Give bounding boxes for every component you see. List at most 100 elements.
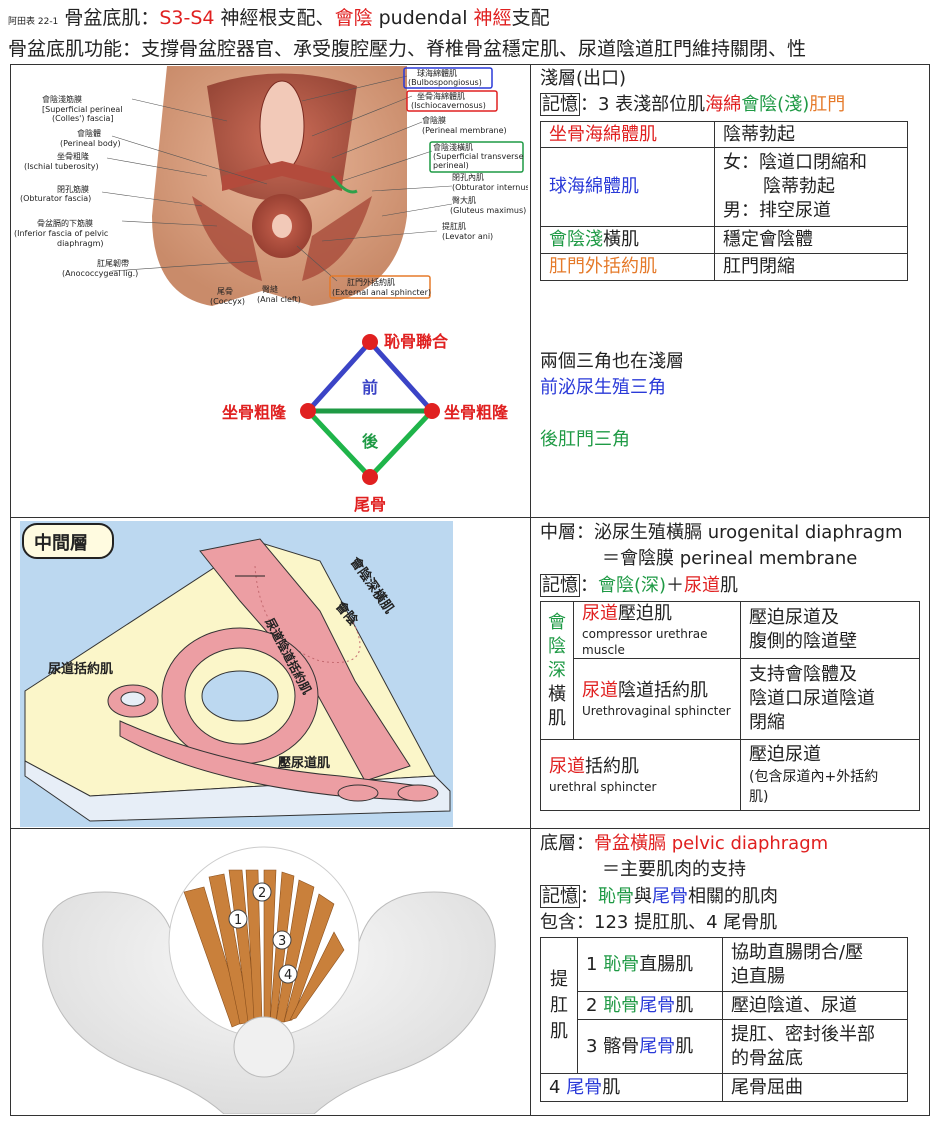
table-row: 3 髂骨尾骨肌 提肛、密封後半部 的骨盆底 <box>541 1019 908 1074</box>
anatomy-label: (Anal cleft) <box>257 295 301 304</box>
function-summary: 骨盆底肌功能：支撐骨盆腔器官、承受腹腔壓力、脊椎骨盆穩定肌、尿道陰道肛門維持關閉… <box>8 38 807 60</box>
anatomy-label: 閉孔內肌 <box>452 173 484 182</box>
memory-text: 肛門 <box>809 94 846 115</box>
anatomy-label: 球海綿體肌 <box>417 68 457 78</box>
name-part: 陰道括約肌 <box>618 680 708 701</box>
memory-text: ＋ <box>666 575 685 596</box>
name-part: 恥骨 <box>603 994 640 1016</box>
name-part: 肌 <box>602 1076 621 1098</box>
triangles-note: 兩個三角也在淺層 <box>540 351 684 372</box>
name-part: 直腸肌 <box>639 953 694 975</box>
anatomy-label: 肛門外括約肌 <box>347 277 395 287</box>
anatomy-label: 會陰淺筋膜 <box>42 94 82 104</box>
anatomy-label: (Obturator fascia) <box>20 194 91 203</box>
function-line: 支持會陰體及 <box>749 664 857 685</box>
anatomy-label: (Levator ani) <box>442 232 493 241</box>
anatomy-label: (External anal sphincter) <box>332 288 431 297</box>
muscle-function: 壓迫尿道 (包含尿道內+外括約 肌) <box>740 739 920 811</box>
group-char: 提 <box>550 968 568 990</box>
ischial-tuberosity-left-label: 坐骨粗隆 <box>222 403 287 422</box>
table-row: 肛門外括約肌 肛門閉縮 <box>540 253 908 281</box>
title-part: 會陰 <box>334 7 373 29</box>
pubic-symphysis-label: 恥骨聯合 <box>384 332 449 351</box>
group-char: 肛 <box>550 994 568 1016</box>
anatomy-label: 骨盆膈的下筋膜 <box>37 218 93 228</box>
deep-memory: 記憶：恥骨與尾骨相關的肌肉 <box>540 884 778 910</box>
group-label: 提 肛 肌 <box>540 937 578 1074</box>
table-row: 提 肛 肌 1 恥骨直腸肌 協助直腸閉合/壓 迫直腸 <box>540 937 908 1074</box>
anatomy-label: 提肛肌 <box>442 221 466 231</box>
table-row: 坐骨海綿體肌 陰蒂勃起 <box>540 121 908 148</box>
anatomy-label: (Anococcygeal lig.) <box>62 269 138 278</box>
anatomy-label: 臀大肌 <box>452 195 476 205</box>
page-title: 阿田表 22-1 骨盆底肌：S3-S4 神經根支配、會陰 pudendal 神經… <box>8 4 550 36</box>
function-line: 的骨盆底 <box>731 1047 803 1069</box>
english-name: urethral sphincter <box>549 780 657 794</box>
anatomy-label: 會陰體 <box>77 128 101 138</box>
pelvis-number-2: 2 <box>258 886 266 901</box>
middle-heading: 中層：泌尿生殖橫膈 urogenital diaphragm <box>540 522 903 543</box>
title-part: 支配 <box>511 7 550 29</box>
name-part: 髂骨 <box>603 1035 640 1057</box>
muscle-name: 4 尾骨肌 <box>540 1073 723 1102</box>
muscle-name: 2 恥骨尾骨肌 <box>577 991 723 1020</box>
anterior-triangle-note: 前泌尿生殖三角 <box>540 377 666 398</box>
deep-heading: 底層：骨盆橫膈 pelvic diaphragm <box>540 831 828 857</box>
name-part: 壓迫肌 <box>618 603 672 624</box>
title-part: 神經根支配、 <box>214 7 335 29</box>
heading-part: 骨盆橫膈 pelvic diaphragm <box>594 833 829 854</box>
middle-layer-illustration: 中間層 會陰深橫肌 會陰 尿道陰道括約肌 尿道括約肌 壓尿道肌 <box>20 521 453 827</box>
deep-contains: 包含：123 提肛肌、4 尾骨肌 <box>540 912 778 933</box>
name-part: 尿道 <box>582 603 618 624</box>
name-part: 尿道 <box>549 756 585 777</box>
muscle-function: 壓迫尿道及 腹側的陰道壁 <box>740 601 920 659</box>
function-line: 陰道口尿道陰道 <box>749 688 875 709</box>
muscle-name: 肛門外括約肌 <box>540 253 715 281</box>
superficial-memory: 記憶：3 表淺部位肌海綿會陰(淺)肛門 <box>540 92 845 118</box>
anatomy-label: (Ischial tuberosity) <box>24 162 99 171</box>
memory-text: 會陰(深) <box>598 575 667 596</box>
muscle-function: 尾骨屈曲 <box>722 1073 908 1102</box>
muscle-name: 球海綿體肌 <box>540 147 715 227</box>
english-name: compressor urethrae muscle <box>582 627 708 657</box>
anatomy-label: 尾骨 <box>217 287 233 296</box>
memory-text: ： <box>580 575 598 596</box>
table-row: 2 恥骨尾骨肌 壓迫陰道、尿道 <box>541 991 908 1020</box>
posterior-triangle-label: 後 <box>362 432 379 451</box>
memory-text: ： <box>580 886 598 907</box>
anterior-triangle-label: 前 <box>362 378 378 397</box>
anatomy-label: 會陰膜 <box>422 115 446 125</box>
superficial-muscle-table: 坐骨海綿體肌 陰蒂勃起 球海綿體肌 女：陰道口閉縮和 陰蒂勃起 男：排空尿道 會… <box>540 121 908 281</box>
name-part: 3 <box>586 1035 604 1057</box>
anatomy-label: (Colles') fascia] <box>52 114 114 123</box>
name-part: 肌 <box>675 1035 694 1057</box>
middle-memory: 記憶：會陰(深)＋尿道肌 <box>540 573 738 599</box>
title-part: 骨盆底肌： <box>64 7 160 29</box>
urethral-sphincter-label: 尿道括約肌 <box>48 661 113 677</box>
deep-subheading: ＝主要肌肉的支持 <box>602 859 746 880</box>
pelvis-number-3: 3 <box>278 934 286 949</box>
memory-text: 肌 <box>720 575 739 596</box>
anatomy-label: 會陰淺橫肌 <box>433 142 473 152</box>
english-name: Urethrovaginal sphincter <box>582 704 731 718</box>
anatomy-label: (Obturator internus) <box>452 183 528 192</box>
name-part: 2 <box>586 994 604 1016</box>
function-line: 協助直腸閉合/壓 <box>731 941 864 963</box>
anatomy-label: (Perineal body) <box>60 139 121 148</box>
superficial-anatomy-illustration: 會陰淺筋膜 [Superficial perineal (Colles') fa… <box>14 66 528 306</box>
name-part: 尿道 <box>582 680 618 701</box>
perineal-triangles-diagram: 恥骨聯合 坐骨粗隆 坐骨粗隆 尾骨 前 後 <box>222 332 509 514</box>
anatomy-label: (Gluteus maximus) <box>450 206 526 215</box>
anatomy-label: 臀縫 <box>262 284 278 294</box>
function-line: 男：排空尿道 <box>723 200 831 221</box>
name-part: 尾骨 <box>639 1035 676 1057</box>
memory-text: 尿道 <box>684 575 721 596</box>
muscle-function: 協助直腸閉合/壓 迫直腸 <box>722 937 908 992</box>
table-row: 4 尾骨肌 尾骨屈曲 <box>540 1073 908 1102</box>
anatomy-label: (Superficial transverse <box>433 152 524 161</box>
table-row: 尿道陰道括約肌 Urethrovaginal sphincter 支持會陰體及 … <box>541 658 920 740</box>
pelvis-number-1: 1 <box>234 913 242 928</box>
anatomy-label: (Bulbospongiosus) <box>408 78 482 87</box>
anatomy-label: diaphragm) <box>57 239 104 248</box>
title-part: 神經 <box>473 7 512 29</box>
